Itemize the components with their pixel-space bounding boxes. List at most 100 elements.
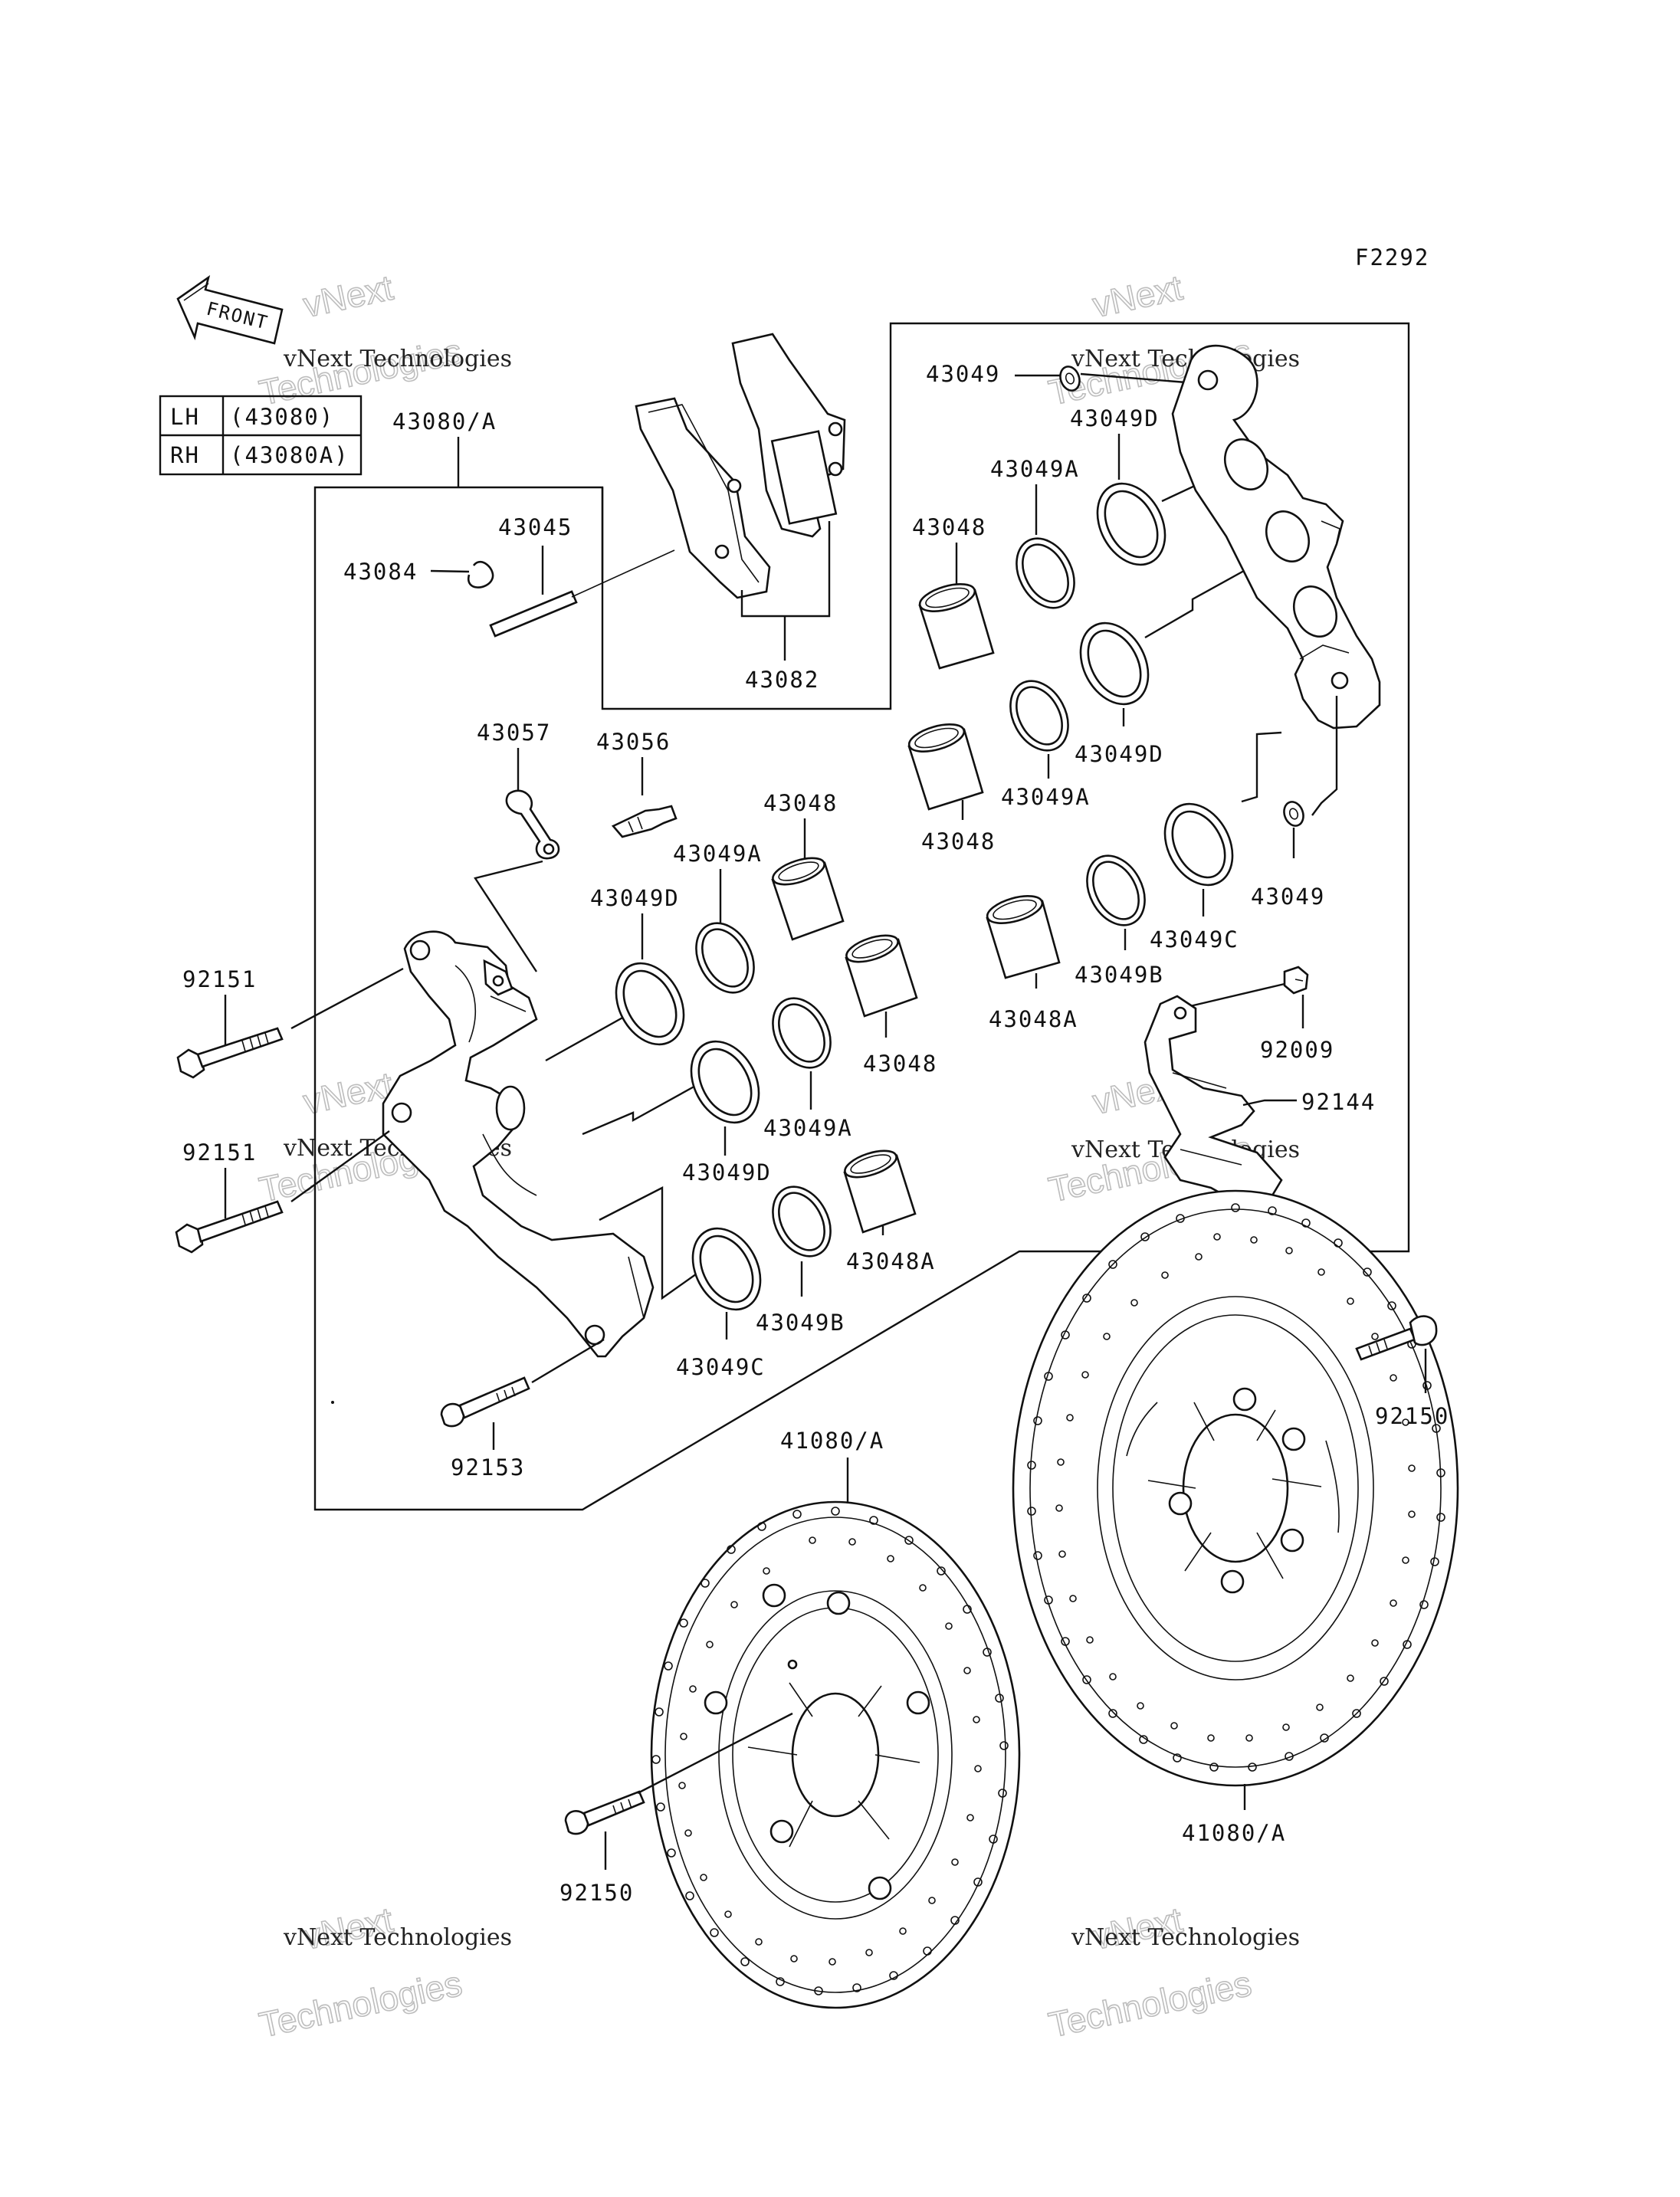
leader bbox=[474, 860, 543, 972]
piston-d-icon bbox=[907, 723, 984, 811]
pin-clip-icon bbox=[467, 560, 494, 589]
label-bolt-bridge: 92153 bbox=[451, 1454, 525, 1481]
side-lh: LH bbox=[170, 404, 200, 430]
dot bbox=[331, 1401, 334, 1404]
label-pin-clip: 43084 bbox=[343, 559, 418, 585]
piston-c-icon bbox=[918, 583, 995, 670]
disc-bolt-left-icon bbox=[564, 1790, 645, 1835]
label-seal-a2: 43049A bbox=[763, 1115, 853, 1141]
label-piston-b: 43048 bbox=[863, 1051, 937, 1077]
leader bbox=[1311, 696, 1338, 816]
seal-a2-icon bbox=[772, 997, 832, 1069]
brake-pad-left-icon bbox=[635, 397, 771, 599]
watermark-label: vNext Technologies bbox=[283, 346, 512, 372]
piston-f-icon bbox=[986, 895, 1061, 979]
leader bbox=[1241, 731, 1282, 803]
watermark-label: vNext Technologies bbox=[1071, 1924, 1300, 1951]
label-piston-f: 43048A bbox=[989, 1006, 1078, 1032]
label-caliper-assy: 43080/A bbox=[392, 408, 497, 434]
watermark-vnext: vNext bbox=[300, 267, 396, 325]
seal-b1-icon bbox=[772, 1185, 832, 1258]
label-seal-b2: 43049B bbox=[1075, 962, 1164, 988]
figure-code: F2292 bbox=[1355, 244, 1429, 271]
seal-a3-icon bbox=[1016, 537, 1075, 609]
label-seal-d4: 43049D bbox=[1075, 741, 1164, 767]
label-bolt-lower: 92151 bbox=[182, 1139, 257, 1166]
seal-d3-icon bbox=[1096, 482, 1166, 566]
leader bbox=[531, 1338, 605, 1384]
side-table: LH (43080) RH (43080A) bbox=[159, 395, 363, 476]
seal-b2-icon bbox=[1086, 854, 1146, 926]
brake-disc-left-icon bbox=[650, 1500, 1021, 2009]
caliper-outline bbox=[313, 322, 1410, 1511]
bolt-bridge-icon bbox=[440, 1376, 530, 1428]
oring-mid-icon bbox=[1283, 801, 1304, 827]
leader bbox=[290, 1130, 390, 1202]
label-bleed-valve: 43056 bbox=[596, 729, 671, 755]
bolt-upper-icon bbox=[176, 1027, 284, 1079]
piston-b-icon bbox=[845, 934, 918, 1018]
brake-disc-right-icon bbox=[1012, 1189, 1459, 1787]
bleed-valve-icon bbox=[611, 805, 678, 838]
seal-a1-icon bbox=[695, 922, 755, 994]
label-piston-e: 43048A bbox=[846, 1248, 936, 1274]
label-piston-c: 43048 bbox=[912, 514, 986, 540]
pad-pin-icon bbox=[489, 549, 675, 638]
front-arrow-icon: FRONT bbox=[176, 274, 284, 345]
caliper-half-right-icon bbox=[1171, 344, 1381, 730]
side-lh-part: (43080) bbox=[230, 404, 334, 430]
label-piston-d: 43048 bbox=[921, 828, 996, 854]
seal-a4-icon bbox=[1009, 680, 1069, 752]
caliper-body-icon bbox=[382, 930, 655, 1358]
label-seal-a1: 43049A bbox=[673, 841, 763, 867]
watermark-label: vNext Technologies bbox=[283, 1924, 512, 1951]
seal-d1-icon bbox=[615, 962, 685, 1046]
brake-pad-right-icon bbox=[731, 333, 846, 538]
label-piston-a: 43048 bbox=[763, 790, 838, 816]
seal-d4-icon bbox=[1079, 621, 1150, 706]
watermark-label: vNext Technologies bbox=[1071, 346, 1300, 372]
bolt-small-icon bbox=[1283, 966, 1309, 995]
pads-leader bbox=[740, 521, 831, 661]
label-oring-mid: 43049 bbox=[1251, 884, 1325, 910]
label-seal-d2: 43049D bbox=[682, 1159, 772, 1185]
label-bolt-upper: 92151 bbox=[182, 966, 257, 992]
bleed-cap-icon bbox=[505, 789, 560, 860]
watermark-technologies: Technologies bbox=[256, 1963, 465, 2045]
side-rh-part: (43080A) bbox=[230, 442, 349, 468]
label-disc-bolt-left: 92150 bbox=[559, 1880, 634, 1906]
label-seal-a4: 43049A bbox=[1001, 784, 1091, 810]
label-oring-top: 43049 bbox=[926, 361, 1000, 387]
label-seal-b1: 43049B bbox=[756, 1310, 845, 1336]
label-seal-c1: 43049C bbox=[676, 1354, 766, 1380]
caliper-seal-leader bbox=[582, 1079, 706, 1136]
seal-c1-icon bbox=[691, 1227, 762, 1311]
seal-c2-icon bbox=[1163, 802, 1234, 887]
label-disc-bolt-right: 92150 bbox=[1375, 1403, 1449, 1429]
label-seal-d1: 43049D bbox=[590, 885, 680, 911]
leader bbox=[637, 1712, 793, 1795]
label-pad-spring: 92144 bbox=[1301, 1089, 1376, 1115]
leader bbox=[1080, 372, 1196, 385]
disc-right-holes bbox=[1027, 1203, 1445, 1772]
seal-d2-icon bbox=[690, 1040, 760, 1124]
piston-e-icon bbox=[843, 1149, 917, 1234]
watermark-vnext: vNext bbox=[1089, 267, 1186, 325]
disc-bolt-right-icon bbox=[1355, 1315, 1438, 1361]
label-bleed-cap: 43057 bbox=[477, 720, 551, 746]
leader bbox=[430, 569, 470, 573]
label-seal-a3: 43049A bbox=[990, 456, 1080, 482]
label-seal-d3: 43049D bbox=[1070, 405, 1160, 431]
piston-a-icon bbox=[771, 857, 845, 941]
leader bbox=[1180, 982, 1285, 1010]
bolt-lower-icon bbox=[175, 1200, 284, 1254]
disc-left-holes bbox=[651, 1507, 1009, 1995]
side-rh: RH bbox=[170, 442, 200, 468]
label-pads: 43082 bbox=[745, 667, 819, 693]
label-disc-left: 41080/A bbox=[780, 1428, 884, 1454]
label-pad-pin: 43045 bbox=[498, 514, 573, 540]
leader bbox=[1242, 1099, 1297, 1107]
caliper-seal-leader bbox=[599, 1186, 700, 1300]
oring-top-icon bbox=[1059, 366, 1081, 392]
